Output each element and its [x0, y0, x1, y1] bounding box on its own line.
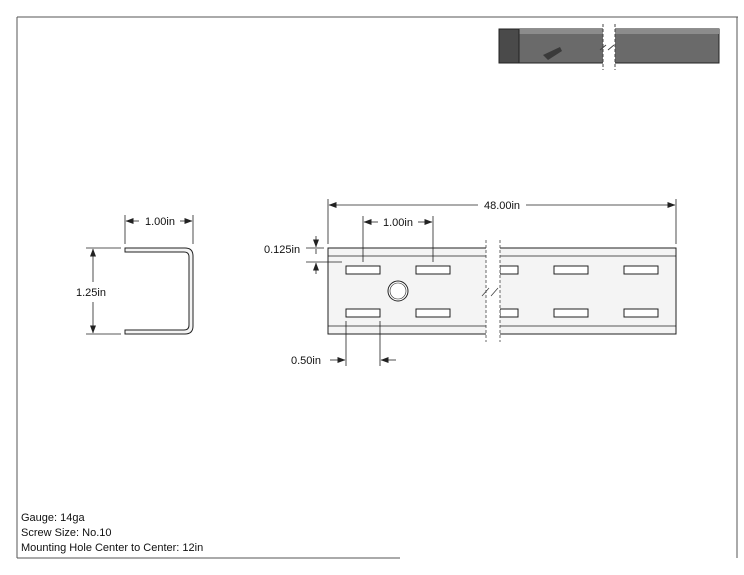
- slot: [499, 308, 519, 318]
- slot: [623, 265, 659, 275]
- note-mounting: Mounting Hole Center to Center: 12in: [21, 542, 204, 554]
- dim-label-edge-offset: 0.125in: [264, 244, 300, 256]
- slot: [345, 265, 381, 275]
- slot: [623, 308, 659, 318]
- sheet-border: [16, 16, 738, 559]
- dim-label-profile-height: 1.25in: [76, 287, 106, 299]
- slot: [553, 265, 589, 275]
- dim-profile-width: [124, 215, 194, 244]
- mounting-hole: [387, 280, 409, 302]
- slot: [499, 265, 519, 275]
- dim-slot-length: [362, 216, 434, 262]
- note-screw-size: Screw Size: No.10: [21, 527, 112, 539]
- channel-front-view: [327, 247, 677, 335]
- slot: [415, 308, 451, 318]
- slot: [553, 308, 589, 318]
- break-lines: [481, 240, 501, 342]
- slot: [345, 308, 381, 318]
- dim-label-overall-length: 48.00in: [484, 200, 520, 212]
- channel-profile: [124, 247, 194, 335]
- note-gauge: Gauge: 14ga: [21, 512, 85, 524]
- dim-edge-offset: [306, 236, 342, 274]
- dim-label-profile-width: 1.00in: [145, 216, 175, 228]
- slot: [415, 265, 451, 275]
- dim-label-slot-length: 1.00in: [383, 217, 413, 229]
- dim-overall-length: [327, 199, 677, 244]
- slots: [345, 265, 659, 318]
- dim-label-slot-spacing: 0.50in: [291, 355, 321, 367]
- dim-slot-spacing: [330, 321, 396, 366]
- spec-notes: Gauge: 14ga Screw Size: No.10 Mounting H…: [21, 511, 203, 556]
- isometric-view: [498, 24, 720, 70]
- dim-profile-height: [86, 247, 121, 335]
